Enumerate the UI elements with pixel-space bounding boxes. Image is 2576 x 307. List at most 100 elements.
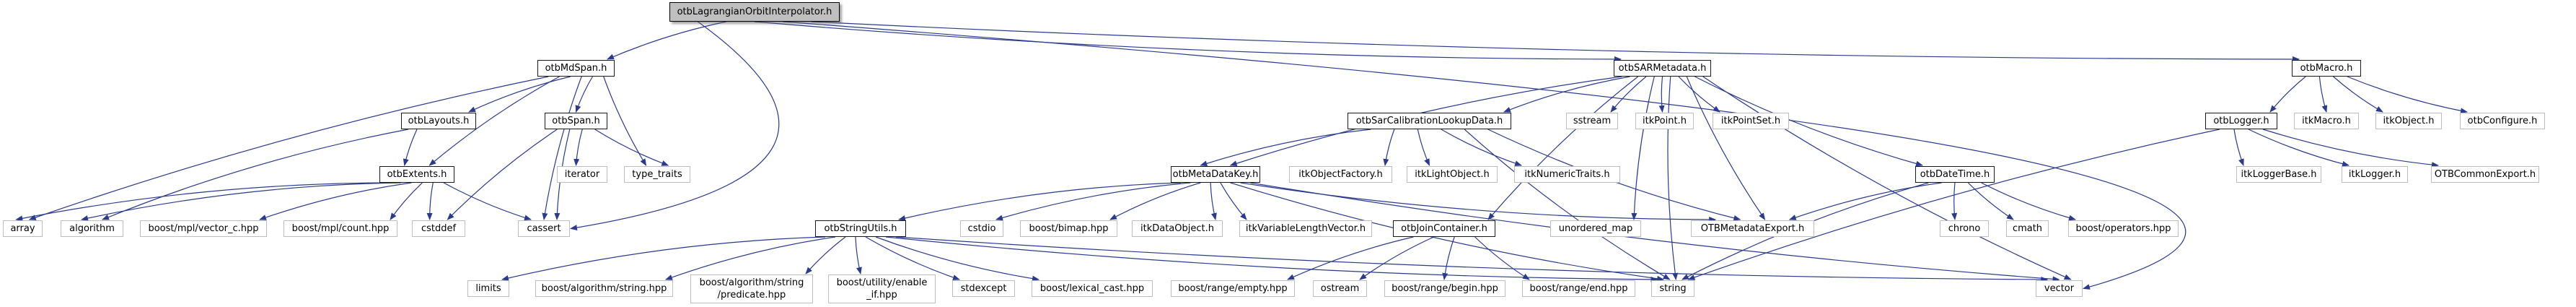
- include-edge-extents-cassert: [443, 182, 532, 221]
- node-varlenvector: itkVariableLengthVector.h: [1239, 220, 1372, 237]
- node-layouts[interactable]: otbLayouts.h: [401, 113, 476, 129]
- include-edge-sarmetadata-itkpoint: [1658, 76, 1665, 113]
- node-cstddef: cstddef: [412, 220, 465, 237]
- include-edge-sarmetadata-metadataexport: [1686, 76, 1766, 220]
- include-edge-metadatakey-stringutils: [898, 182, 1181, 221]
- include-edge-extents-mplcount: [390, 182, 423, 220]
- node-main[interactable]: otbLagrangianOrbitInterpolator.h: [669, 2, 840, 22]
- include-edge-extents-array: [15, 182, 390, 222]
- include-edge-macro-configure: [2347, 76, 2468, 114]
- node-rangebegin: boost/range/begin.hpp: [1384, 280, 1505, 297]
- include-edge-logger-loggerbase: [2233, 129, 2244, 166]
- node-mplvectorc: boost/mpl/vector_c.hpp: [140, 220, 267, 237]
- include-edge-main-vector: [783, 21, 2186, 290]
- include-edge-macro-logger: [2269, 76, 2306, 113]
- include-edge-mdspan-extents: [428, 76, 560, 166]
- include-edge-sarmetadata-sarcal: [1503, 76, 1630, 113]
- node-vector: vector: [2036, 280, 2083, 297]
- include-edge-joincontainer-ostream: [1359, 236, 1435, 280]
- include-edge-sarcal-lightobject: [1417, 129, 1430, 166]
- include-edge-sarmetadata-unorderedmap: [1631, 76, 1655, 220]
- include-edge-sarmetadata-vector: [1702, 76, 2072, 280]
- include-edge-extents-cstddef: [426, 182, 434, 220]
- node-itkpointset: itkPointSet.h: [1713, 113, 1789, 129]
- include-edge-joincontainer-rangeend: [1474, 236, 1530, 280]
- include-edge-main-sarmetadata: [754, 21, 1622, 62]
- node-itkmacro: itkMacro.h: [2294, 113, 2359, 129]
- include-edge-joincontainer-rangebegin: [1442, 236, 1455, 280]
- include-edge-main-cassert: [570, 21, 780, 230]
- node-algostring: boost/algorithm/string.hpp: [535, 280, 673, 297]
- include-edge-stringutils-enableif: [855, 236, 862, 274]
- node-cstdio: cstdio: [960, 220, 1003, 237]
- include-edge-sarmetadata-metadatakey: [1229, 76, 1622, 167]
- include-edge-mdspan-cassert: [542, 76, 582, 220]
- node-typetraits: type_traits: [624, 166, 690, 183]
- node-stringutils[interactable]: otbStringUtils.h: [815, 220, 906, 237]
- node-itkpoint: itkPoint.h: [1635, 113, 1694, 129]
- node-dataobject: itkDataObject.h: [1132, 220, 1223, 237]
- node-metadataexport: OTBMetadataExport.h: [1691, 220, 1814, 237]
- include-edge-sarcal-metadatakey: [1200, 129, 1371, 167]
- include-edge-stringutils-lexicalcast: [875, 236, 1039, 282]
- include-edge-datetime-metadataexport: [1788, 182, 1942, 220]
- node-objectfactory: itkObjectFactory.h: [1289, 166, 1392, 183]
- include-edge-stringutils-stdexcept: [865, 236, 960, 280]
- include-edge-macro-itkobject: [2333, 76, 2383, 113]
- node-rangeend: boost/range/end.hpp: [1522, 280, 1635, 297]
- node-lexicalcast: boost/lexical_cast.hpp: [1032, 280, 1153, 297]
- include-edge-main-mdspan: [607, 21, 726, 60]
- include-edge-mdspan-array: [28, 76, 549, 220]
- node-limits: limits: [467, 280, 509, 297]
- node-enableif: boost/utility/enable _if.hpp: [828, 274, 936, 303]
- node-chrono: chrono: [1940, 220, 1989, 237]
- include-edge-mdspan-typetraits: [603, 76, 647, 166]
- include-edge-span-cstddef: [447, 129, 558, 220]
- include-edge-sarmetadata-sstream: [1610, 76, 1647, 113]
- node-unorderedmap: unordered_map: [1550, 220, 1641, 237]
- node-bimap: boost/bimap.hpp: [1020, 220, 1117, 237]
- node-sarcal[interactable]: otbSarCalibrationLookupData.h: [1348, 113, 1511, 129]
- node-lightobject: itkLightObject.h: [1407, 166, 1498, 183]
- node-algopredicate: boost/algorithm/string /predicate.hpp: [690, 274, 813, 303]
- node-datetime[interactable]: otbDateTime.h: [1915, 166, 1995, 183]
- include-edge-datetime-operators: [1981, 182, 2076, 221]
- node-numerictraits: itkNumericTraits.h: [1514, 166, 1620, 183]
- include-edge-datetime-chrono: [1951, 182, 1958, 220]
- include-edge-metadatakey-string: [1230, 182, 1665, 282]
- node-itklogger: itkLogger.h: [2342, 166, 2408, 183]
- include-edge-layouts-extents: [403, 129, 418, 166]
- include-edge-sarcal-objectfactory: [1383, 129, 1395, 166]
- node-ostream: ostream: [1313, 280, 1367, 297]
- include-edge-logger-itklogger: [2248, 129, 2349, 167]
- include-edge-joincontainer-rangeempty: [1287, 236, 1414, 280]
- include-edge-sarmetadata-string: [1667, 76, 1679, 280]
- node-rangeempty: boost/range/empty.hpp: [1171, 280, 1295, 297]
- include-edge-stringutils-algopredicate: [805, 236, 846, 274]
- node-span[interactable]: otbSpan.h: [545, 113, 607, 129]
- include-edge-datetime-cmath: [1967, 182, 2014, 220]
- node-cassert: cassert: [518, 220, 570, 237]
- node-macro[interactable]: otbMacro.h: [2292, 60, 2361, 77]
- node-mdspan[interactable]: otbMdSpan.h: [537, 60, 615, 77]
- node-commonexport: OTBCommonExport.h: [2431, 166, 2539, 183]
- include-edge-span-iterator: [573, 129, 583, 166]
- include-edge-mdspan-span: [575, 76, 593, 113]
- node-metadatakey[interactable]: otbMetaDataKey.h: [1171, 166, 1260, 183]
- node-iterator: iterator: [557, 166, 607, 183]
- node-sstream: sstream: [1566, 113, 1618, 129]
- node-extents[interactable]: otbExtents.h: [379, 166, 454, 183]
- include-edge-main-macro: [811, 21, 2300, 62]
- node-sarmetadata[interactable]: otbSARMetadata.h: [1614, 60, 1711, 77]
- include-edge-span-typetraits: [594, 129, 669, 166]
- node-logger[interactable]: otbLogger.h: [2205, 113, 2277, 129]
- include-edge-stringutils-limits: [501, 236, 826, 281]
- include-edge-metadatakey-dataobject: [1210, 182, 1217, 220]
- include-edge-sarmetadata-itkpointset: [1678, 76, 1720, 113]
- include-edge-stringutils-algostring: [665, 236, 836, 280]
- node-joincontainer[interactable]: otbJoinContainer.h: [1393, 220, 1495, 237]
- include-edge-logger-string: [1687, 129, 2220, 280]
- node-mplcount: boost/mpl/count.hpp: [283, 220, 397, 237]
